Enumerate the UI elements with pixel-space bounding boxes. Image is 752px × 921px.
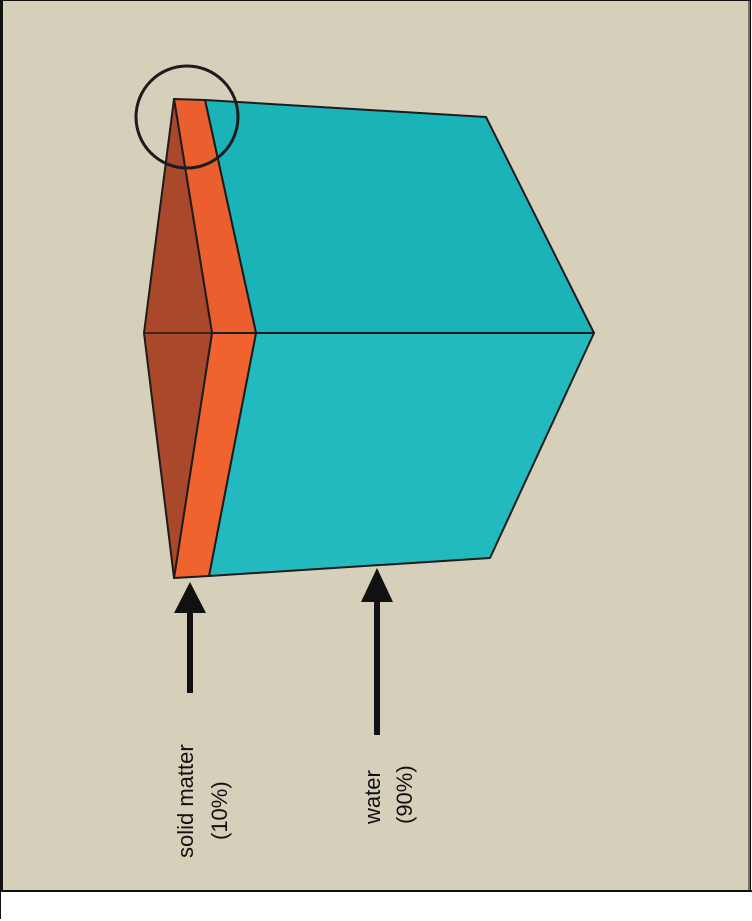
- water-label-line2: (90%): [392, 765, 417, 824]
- solid-label-line2: (10%): [207, 781, 232, 840]
- bottom-white-strip: [1, 892, 751, 919]
- water-label-line1: water: [360, 770, 385, 825]
- solid-label-line1: solid matter: [173, 744, 198, 858]
